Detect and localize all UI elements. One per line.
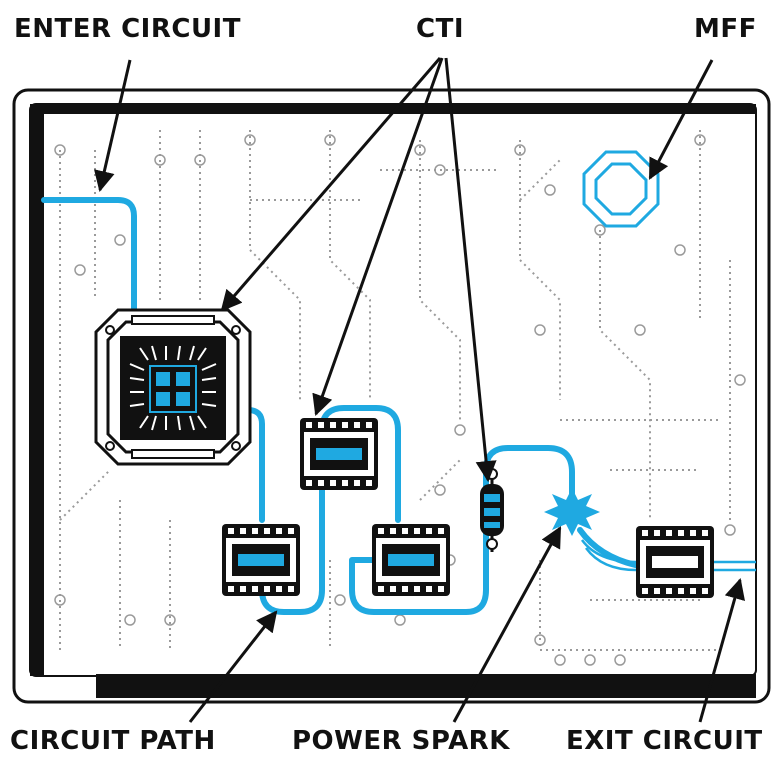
board-top-edge <box>40 104 756 114</box>
arrow-cti-2 <box>312 57 444 416</box>
pcb-pads <box>54 134 746 666</box>
arrow-cti-3 <box>444 57 497 483</box>
arrow-power-spark <box>452 526 562 723</box>
label-circuit-path: CIRCUIT PATH <box>10 726 216 756</box>
exit-path <box>580 539 756 572</box>
arrow-cti-1 <box>220 57 442 312</box>
label-power-spark: POWER SPARK <box>292 726 510 756</box>
arrow-exit-circuit <box>698 577 745 723</box>
arrow-mff <box>648 59 714 180</box>
arrow-enter-circuit <box>94 59 132 193</box>
chip-cti-top <box>300 418 378 490</box>
label-mff: MFF <box>694 14 757 44</box>
label-cti: CTI <box>416 14 464 44</box>
pcb-traces <box>59 130 731 651</box>
chip-left <box>222 524 300 596</box>
arrow-circuit-path <box>188 610 278 723</box>
cpu-chip <box>94 308 252 466</box>
power-spark <box>544 488 600 536</box>
board-bottom-edge <box>96 674 756 698</box>
pointer-arrows <box>94 57 745 723</box>
board-left-edge <box>30 104 44 676</box>
label-enter-circuit: ENTER CIRCUIT <box>14 14 241 44</box>
chip-exit <box>636 526 714 598</box>
chip-middle <box>372 524 450 596</box>
label-exit-circuit: EXIT CIRCUIT <box>566 726 763 756</box>
mff-octagon <box>582 150 660 228</box>
